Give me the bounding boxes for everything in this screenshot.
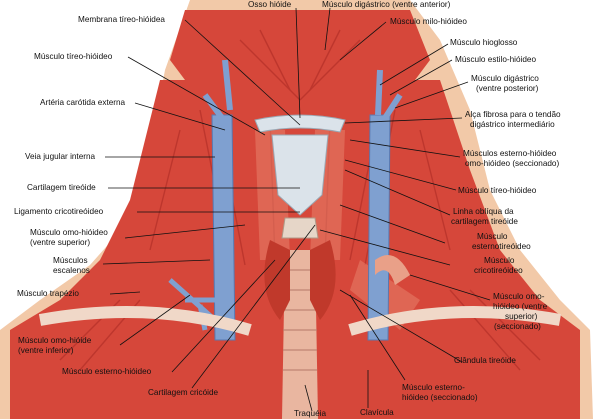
label-alca-fibrosa-2: digástrico intermediário bbox=[470, 120, 555, 129]
label-esterno-hioideo-sec-2: hióideo (seccionado) bbox=[402, 393, 478, 402]
label-ligamento-cricotireoideo: Ligamento cricotireóideo bbox=[14, 207, 104, 216]
neck-muscle-mass bbox=[10, 80, 580, 419]
label-tireo-hioideo-right: Músculo tíreo-hióideo bbox=[458, 186, 537, 195]
carotid-branch-right bbox=[375, 69, 403, 120]
label-omo-superior-left-1: Músculo omo-hióideo bbox=[30, 228, 108, 237]
label-carotida-externa: Artéria carótida externa bbox=[40, 98, 126, 107]
clavicle-left bbox=[38, 306, 252, 336]
label-esternotireoideo-2: esternotireóideo bbox=[472, 242, 531, 251]
label-estilo-hioideo: Músculo estilo-hióideo bbox=[455, 55, 537, 64]
label-omo-superior-right-1: Músculo omo- bbox=[493, 292, 545, 301]
trachea bbox=[282, 250, 318, 419]
label-esternotireoideo-1: Músculo bbox=[477, 232, 508, 241]
label-clavicula: Clavícula bbox=[360, 408, 394, 417]
label-digastrico-posterior-1: Músculo digástrico bbox=[471, 74, 539, 83]
label-escalenos-1: Músculos bbox=[53, 256, 88, 265]
label-osso-hioide: Osso hióide bbox=[248, 0, 292, 9]
label-esterno-omo-2: omo-hióideo (seccionado) bbox=[465, 159, 560, 168]
jugular-vein-right bbox=[367, 114, 391, 341]
label-omo-inferior-2: (ventre inferior) bbox=[18, 346, 74, 355]
label-escalenos-2: escalenos bbox=[53, 266, 90, 275]
label-cricotireoideo-1: Músculo bbox=[484, 256, 515, 265]
label-hioglosso: Músculo hioglosso bbox=[450, 38, 518, 47]
thyroid-gland bbox=[264, 240, 336, 320]
label-omo-superior-left-2: (ventre superior) bbox=[30, 238, 91, 247]
label-esterno-omo-1: Músculos esterno-hióideo bbox=[463, 149, 557, 158]
omohyoid-cut-right bbox=[375, 255, 410, 285]
hyoid-bone bbox=[254, 114, 346, 133]
leader-lines bbox=[102, 7, 491, 412]
label-omo-superior-right-4: (seccionado) bbox=[494, 322, 541, 331]
label-esterno-hioideo: Músculo esterno-hióideo bbox=[62, 367, 152, 376]
thyroid-cartilage bbox=[271, 134, 329, 216]
label-traqueia: Traquéia bbox=[294, 409, 327, 418]
label-linha-obliqua-1: Linha oblíqua da bbox=[453, 207, 514, 216]
clavicle-right bbox=[348, 306, 562, 336]
label-esterno-hioideo-sec-1: Músculo esterno- bbox=[402, 383, 465, 392]
label-omo-superior-right-2: hióideo (ventre bbox=[493, 302, 548, 311]
label-digastrico-anterior: Músculo digástrico (ventre anterior) bbox=[322, 0, 451, 9]
label-trapezio: Músculo trapézio bbox=[17, 289, 79, 298]
label-omo-inferior-1: Músculo omo-hióide bbox=[18, 336, 92, 345]
label-digastrico-posterior-2: (ventre posterior) bbox=[476, 84, 539, 93]
label-cricotireoideo-2: cricotireóideo bbox=[474, 266, 523, 275]
label-glandula-tireoide: Glândula tireóide bbox=[454, 356, 516, 365]
label-cartilagem-cricoide: Cartilagem cricóide bbox=[148, 388, 219, 397]
carotid-branch-left bbox=[202, 59, 233, 120]
label-milo-hioideo: Músculo milo-hióideo bbox=[390, 17, 467, 26]
label-linha-obliqua-2: cartilagem tireóide bbox=[451, 217, 518, 226]
label-membrana-tireo-hioidea: Membrana tíreo-hióidea bbox=[78, 15, 165, 24]
label-omo-superior-right-3: superior) bbox=[505, 312, 538, 321]
label-veia-jugular: Veia jugular interna bbox=[25, 152, 96, 161]
label-alca-fibrosa-1: Alça fibrosa para o tendão bbox=[465, 110, 561, 119]
label-tireo-hioideo-left: Músculo tíreo-hióideo bbox=[34, 52, 113, 61]
label-cartilagem-tireoide: Cartilagem tireóide bbox=[27, 183, 96, 192]
